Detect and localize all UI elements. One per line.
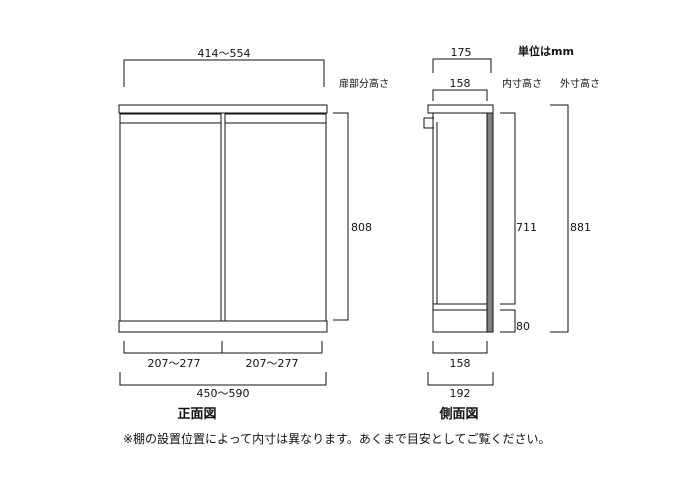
unit-label: 単位はmm [518, 44, 574, 58]
front-left-door-handle [119, 113, 222, 124]
side-outer-depth-bottom-label: 192 [450, 387, 471, 400]
front-right-door-width-bracket [221, 341, 323, 354]
outer-height-header: 外寸高さ [560, 77, 600, 90]
front-left-door-width-label: 207〜277 [148, 357, 201, 370]
front-top-width-label: 414〜554 [198, 47, 251, 60]
front-right-door-handle [224, 113, 327, 124]
side-inner-height-label: 711 [516, 221, 537, 234]
side-inner-depth-bottom-bracket [432, 341, 488, 354]
front-door-height-label: 808 [351, 221, 372, 234]
side-view-title: 側面図 [438, 406, 478, 422]
front-top-width-bracket [123, 59, 325, 87]
side-outer-depth-top-bracket [432, 58, 492, 73]
side-body [432, 112, 488, 333]
door-height-header: 扉部分高さ [339, 77, 389, 90]
front-right-door-width-label: 207〜277 [246, 357, 299, 370]
side-base-height-bracket [500, 309, 516, 333]
side-back-panel [486, 112, 494, 333]
inner-height-header: 内寸高さ [502, 77, 542, 90]
side-outer-height-label: 881 [570, 221, 591, 234]
side-outer-depth-bottom-bracket [427, 372, 494, 386]
footnote: ※棚の設置位置によって内寸は異なります。あくまで目安としてご覧ください。 [123, 431, 551, 446]
front-door-height-bracket [333, 112, 349, 321]
front-top-board [118, 104, 328, 114]
side-view: 175 158 711 80 881 158 192 側面図 [423, 46, 591, 422]
front-left-door-width-bracket [123, 341, 222, 354]
side-outer-height-bracket [550, 104, 569, 333]
front-view: 414〜554 808 207〜277 207〜277 450〜590 正面図 [118, 47, 372, 422]
side-inner-depth-top-bracket [432, 89, 488, 101]
front-view-title: 正面図 [177, 407, 216, 422]
front-total-width-bracket [119, 372, 327, 386]
side-inner-height-bracket [500, 112, 516, 305]
side-inner-depth-bottom-label: 158 [450, 357, 471, 370]
side-top-board [427, 104, 494, 114]
front-left-door [119, 122, 222, 322]
front-total-width-label: 450〜590 [197, 387, 250, 400]
front-right-door [224, 122, 327, 322]
side-outer-depth-top-label: 175 [451, 46, 472, 59]
side-door-handle [423, 117, 434, 129]
side-base-height-label: 80 [516, 320, 530, 333]
front-plinth [118, 320, 328, 333]
side-inner-depth-top-label: 158 [450, 77, 471, 90]
